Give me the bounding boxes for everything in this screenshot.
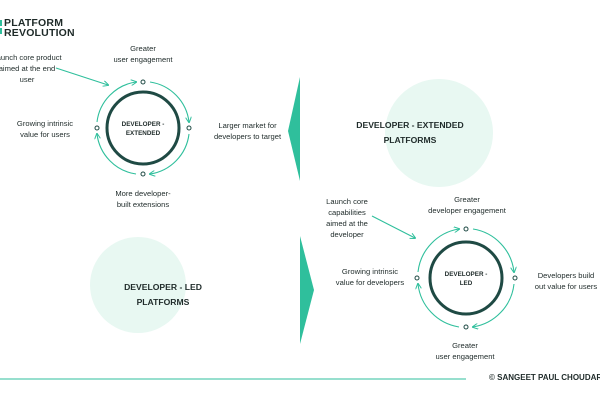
top-cycle-nodes — [94, 79, 192, 177]
top-cycle-label-left: Growing intrinsic value for users — [16, 119, 74, 139]
led-highlight-circle — [90, 237, 186, 333]
bottom-cycle-label-left: Growing intrinsic value for developers — [335, 267, 405, 287]
top-cycle-label-bottom: More developer- built extensions — [115, 189, 171, 209]
extended-highlight-circle — [385, 79, 493, 187]
bottom-cycle-nodes — [414, 226, 518, 330]
divider-triangle-top — [288, 77, 300, 181]
divider-triangle-bottom — [300, 236, 314, 344]
bottom-cycle-label-top: Greater developer engagement — [428, 195, 506, 215]
logo-mark-icon-lower — [0, 28, 2, 34]
bottom-cycle-input-label: Launch core capabilities aimed at the de… — [326, 197, 368, 239]
bottom-cycle-label-right: Developers build out value for users — [534, 271, 598, 291]
bottom-cycle-center-label: DEVELOPER - LED — [444, 271, 488, 287]
top-cycle-input-label: Launch core product aimed at the end use… — [0, 53, 62, 84]
top-cycle-arrows — [55, 67, 189, 174]
top-cycle-core-ring — [105, 90, 181, 166]
bottom-cycle-label-bottom: Greater user engagement — [435, 341, 495, 361]
heading-developer-extended: DEVELOPER - EXTENDED PLATFORMS — [356, 120, 464, 145]
heading-developer-led: DEVELOPER - LED PLATFORMS — [124, 282, 202, 307]
top-cycle-label-right: Larger market for developers to target — [213, 121, 282, 141]
top-cycle-center-label: DEVELOPER - EXTENDED — [121, 121, 165, 137]
bottom-cycle-core-ring — [428, 240, 504, 316]
logo-text: PLATFORM REVOLUTION — [4, 17, 75, 39]
logo-mark-icon — [0, 20, 2, 26]
copyright-text: © SANGEET PAUL CHOUDARY — [489, 373, 600, 382]
bottom-cycle-arrows — [371, 215, 514, 327]
top-cycle-label-top: Greater user engagement — [113, 44, 173, 64]
